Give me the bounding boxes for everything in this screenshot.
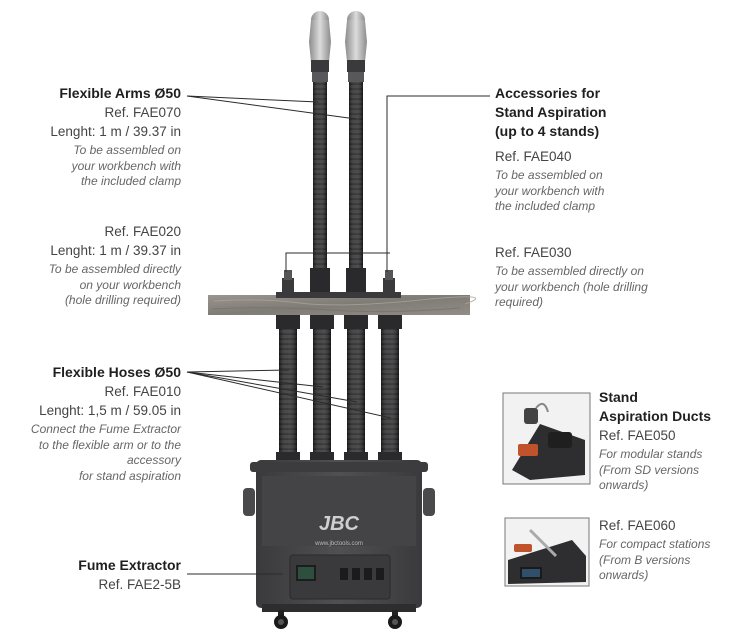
fae030-callout: Ref. FAE030 To be assembled directly on … [495,243,648,311]
stand-accessory-mounts [282,270,395,296]
fume-extractor-callout: Fume Extractor Ref. FAE2-5B [78,556,181,594]
flexible-hoses-note-4: for stand aspiration [78,468,181,483]
flexible-arm-right [345,42,367,294]
fae030-note-2: your workbench (hole drilling [495,279,648,294]
accessories-note-1: To be assembled on [495,168,603,182]
accessories-title-2: Stand Aspiration [495,104,607,120]
flexible-arms-note-3: the included clamp [80,174,181,188]
fae030-note-3: required) [495,295,544,309]
flexible-hoses-length: Lenght: 1,5 m / 59.05 in [39,403,181,418]
flexible-hoses-note-2: to the flexible arm or to the [38,437,181,452]
fae050-product-image [502,392,591,485]
flexible-hoses-note-1: Connect the Fume Extractor [30,422,181,436]
flexible-arms-callout: Flexible Arms Ø50 Ref. FAE070 Lenght: 1 … [50,84,181,190]
stand-ducts-note-2: (From SD versions [599,462,700,477]
accessories-title-1: Accessories for [495,85,601,101]
brand-logo: JBC [319,513,360,535]
accessories-ref: Ref. FAE040 [495,149,572,164]
accessories-note-3: the included clamp [495,199,596,213]
fae020-ref: Ref. FAE020 [104,224,181,239]
flexible-hoses-note-3: accessory [126,453,181,467]
fae060-note-2: (From B versions [599,552,691,567]
flexible-arms-note-1: To be assembled on [73,143,181,157]
stand-ducts-callout: Stand Aspiration Ducts Ref. FAE050 For m… [599,388,711,494]
fume-extractor-ref: Ref. FAE2-5B [98,577,181,592]
flexible-arms-ref: Ref. FAE070 [104,105,181,120]
accessories-title-3: (up to 4 stands) [495,123,600,139]
fae030-ref: Ref. FAE030 [495,245,572,260]
fae060-note-1: For compact stations [599,537,711,551]
stand-ducts-note-3: onwards) [599,478,649,492]
accessories-callout: Accessories for Stand Aspiration (up to … [495,84,607,215]
flexible-arms-length: Lenght: 1 m / 39.37 in [50,124,181,139]
flexible-hoses [276,315,402,466]
fae020-callout: Ref. FAE020 Lenght: 1 m / 39.37 in To be… [49,222,181,309]
stand-ducts-note-1: For modular stands [599,447,703,461]
fae020-note-2: on your workbench [79,277,181,292]
brand-website: www.jbctools.com [314,541,363,547]
flexible-arms-title: Flexible Arms Ø50 [59,85,181,101]
flexible-arm-left [309,42,331,294]
flexible-arms-note-2: your workbench with [71,158,181,173]
fae020-note-1: To be assembled directly [48,262,181,276]
accessories-note-2: your workbench with [495,183,605,198]
workbench-board [208,292,477,315]
fae020-note-3: (hole drilling required) [64,293,181,307]
fae060-callout: Ref. FAE060 For compact stations (From B… [599,516,710,584]
fae030-note-1: To be assembled directly on [495,264,644,278]
pointer-lines [186,95,490,575]
flexible-hoses-title: Flexible Hoses Ø50 [52,364,181,380]
stand-ducts-title-2: Aspiration Ducts [599,408,712,424]
flexible-hoses-ref: Ref. FAE010 [104,384,181,399]
fume-extractor-unit [243,460,435,629]
fume-extractor-title: Fume Extractor [78,557,181,573]
fae060-product-image [504,517,590,587]
fae060-note-3: onwards) [599,568,649,582]
stand-ducts-ref: Ref. FAE050 [599,428,676,443]
flexible-hoses-callout: Flexible Hoses Ø50 Ref. FAE010 Lenght: 1… [31,363,181,484]
fae020-length: Lenght: 1 m / 39.37 in [50,243,181,258]
stand-ducts-title-1: Stand [599,389,638,405]
fae060-ref: Ref. FAE060 [599,518,676,533]
